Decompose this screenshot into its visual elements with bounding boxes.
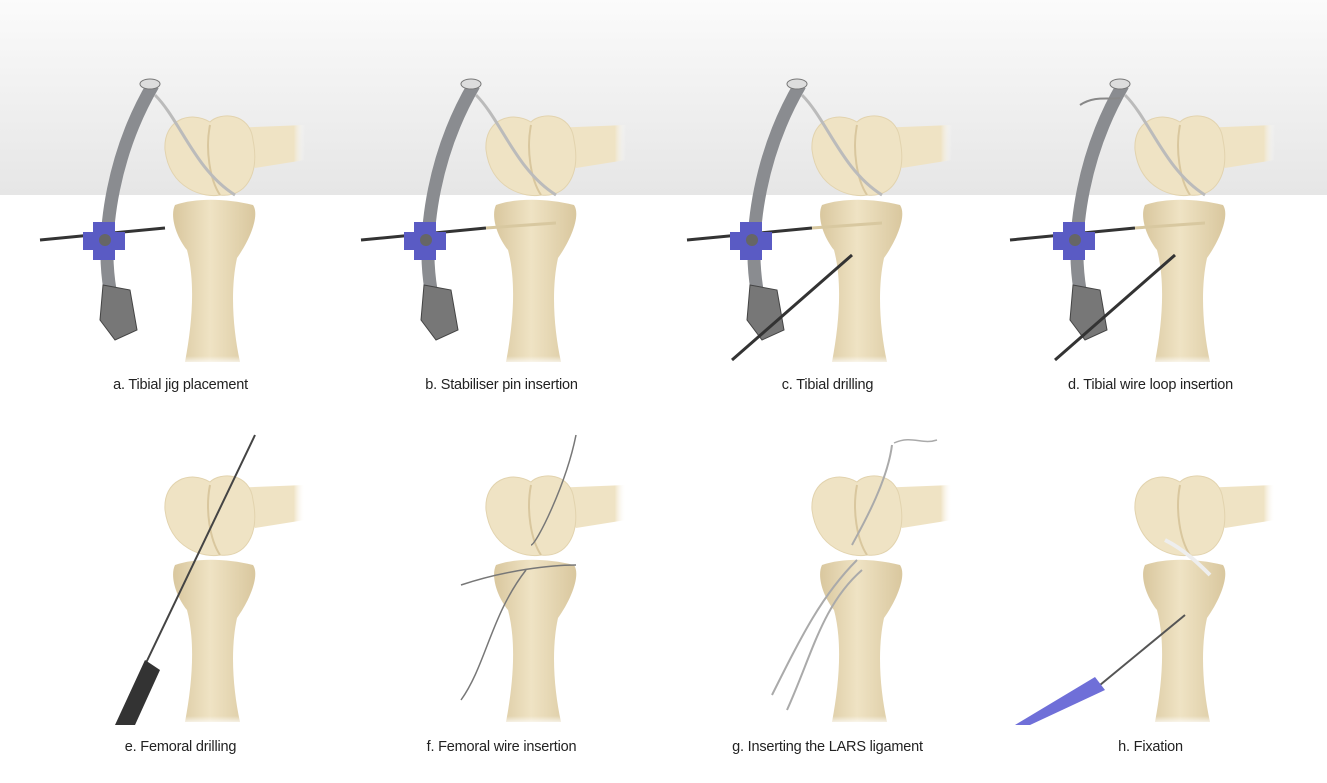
femoral-condyles — [164, 475, 256, 557]
condyle-groove — [854, 484, 868, 556]
tibia-fade — [1135, 320, 1235, 365]
jig-guide-arm — [474, 93, 557, 197]
knee-illustration-g — [771, 439, 952, 725]
jig-arc — [100, 81, 159, 292]
jig-knob-center — [746, 234, 758, 246]
caption-h: h. Fixation — [1118, 739, 1183, 755]
screwdriver-handle — [1015, 677, 1105, 725]
femoral-condyles — [811, 475, 903, 557]
jig-knob-center — [1069, 234, 1081, 246]
inserted-pin — [811, 221, 883, 230]
condyle-groove — [528, 484, 542, 556]
lars-ligament — [771, 444, 893, 711]
panel-a — [15, 0, 346, 365]
jig-arc — [747, 81, 806, 292]
femoral-condyles — [485, 475, 577, 557]
femoral-wire — [460, 434, 577, 701]
jig-top-knob — [139, 78, 161, 90]
jig-knob-center — [99, 234, 111, 246]
drill-handle — [115, 660, 160, 725]
caption-g: g. Inserting the LARS ligament — [732, 739, 923, 755]
caption-e: e. Femoral drilling — [124, 739, 237, 755]
ligament-end — [893, 439, 938, 444]
panel-b — [336, 0, 667, 365]
tibia-fade — [1135, 680, 1235, 725]
condyle-groove — [1177, 124, 1191, 196]
tibia-fade — [486, 320, 586, 365]
knee-illustration-e — [115, 434, 305, 725]
panel-d — [985, 0, 1316, 365]
inserted-pin — [485, 221, 557, 230]
caption-a: a. Tibial jig placement — [113, 377, 248, 393]
femoral-condyles — [811, 115, 903, 197]
tibia-fade — [165, 320, 265, 365]
jig-drill-guide — [746, 284, 785, 341]
condyle-groove — [1177, 484, 1191, 556]
jig-top-knob — [786, 78, 808, 90]
jig-drill-guide — [420, 284, 459, 341]
tibial-drill — [1054, 253, 1176, 362]
femoral-condyles — [485, 115, 577, 197]
wire-loop — [1079, 97, 1121, 106]
caption-c: c. Tibial drilling — [781, 377, 874, 393]
femoral-condyles — [1134, 115, 1226, 197]
knee-illustration-c — [686, 78, 952, 365]
caption-b: b. Stabiliser pin insertion — [425, 377, 578, 393]
jig-knob-center — [420, 234, 432, 246]
knee-illustration-f — [460, 434, 626, 725]
panel-g — [662, 365, 993, 725]
knee-illustration-h — [1015, 475, 1275, 725]
jig-guide-arm — [800, 93, 883, 197]
jig-top-knob — [1109, 78, 1131, 90]
caption-f: f. Femoral wire insertion — [426, 739, 577, 755]
fixed-ligament — [1164, 538, 1212, 577]
knee-illustration-d — [1009, 78, 1275, 365]
condyle-groove — [854, 124, 868, 196]
tibia-fade — [486, 680, 586, 725]
panel-c — [662, 0, 993, 365]
knee-illustration-b — [360, 78, 626, 365]
femoral-drill — [144, 434, 256, 666]
tibia-fade — [812, 320, 912, 365]
knee-illustration-a — [39, 78, 305, 365]
panel-h — [985, 365, 1316, 725]
panel-f — [336, 365, 667, 725]
jig-guide-arm — [1123, 93, 1206, 197]
jig-arc — [1070, 81, 1129, 292]
condyle-groove — [528, 124, 542, 196]
jig-drill-guide — [99, 284, 138, 341]
screwdriver-shaft — [1099, 614, 1186, 686]
condyle-groove — [207, 124, 221, 196]
jig-arc — [421, 81, 480, 292]
condyle-groove — [207, 484, 221, 556]
jig-guide-arm — [153, 93, 236, 197]
tibia-fade — [165, 680, 265, 725]
panel-e — [15, 365, 346, 725]
tibial-drill — [731, 253, 853, 362]
jig-top-knob — [460, 78, 482, 90]
inserted-pin — [1134, 221, 1206, 230]
femoral-condyles — [1134, 475, 1226, 557]
jig-drill-guide — [1069, 284, 1108, 341]
caption-d: d. Tibial wire loop insertion — [1067, 377, 1234, 393]
tibia-fade — [812, 680, 912, 725]
femoral-condyles — [164, 115, 256, 197]
